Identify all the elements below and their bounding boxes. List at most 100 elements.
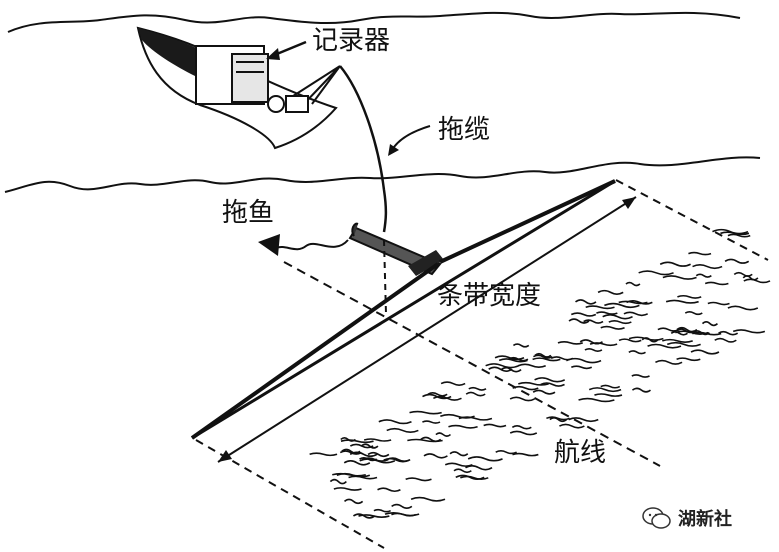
tow-cable <box>339 65 388 233</box>
seabed-ripple <box>422 420 441 424</box>
seabed-ripple <box>631 374 650 378</box>
seabed-ripple <box>405 477 432 482</box>
seabed-ripple <box>386 427 419 434</box>
seabed-ripple <box>631 387 651 393</box>
seabed-ripple <box>391 503 413 509</box>
seabed-ripple <box>512 343 530 348</box>
seabed-ripple <box>495 450 518 455</box>
seabed-ripple <box>453 468 472 474</box>
seabed-ripple <box>550 356 574 361</box>
seabed-ripple <box>378 419 412 425</box>
boat-bow-dark <box>138 28 205 76</box>
seabed-ripple <box>743 278 771 284</box>
seabed-ripple <box>468 386 487 391</box>
seabed-ripple <box>695 273 712 278</box>
seabed-ripple <box>570 365 593 370</box>
track-line <box>283 261 661 467</box>
cable-pointer <box>391 125 431 151</box>
seabed-ripple <box>488 366 513 372</box>
cable-arrowhead <box>388 144 399 156</box>
beam-near <box>190 262 440 440</box>
seabed-ripple <box>600 325 625 330</box>
seabed-ripple <box>677 294 702 299</box>
cable-winch <box>267 95 285 113</box>
seabed-ripple <box>363 438 392 442</box>
seabed-ripple <box>602 314 633 320</box>
seabed-ripple <box>578 397 615 403</box>
seabed-ripple <box>724 258 750 264</box>
towfish-motion-path <box>275 239 349 251</box>
seabed-ripple <box>384 512 420 517</box>
seabed-ripple <box>666 341 701 347</box>
seabed-ripple <box>701 321 718 327</box>
seabed-ripple <box>742 275 759 281</box>
seabed-ripple <box>557 340 584 345</box>
seabed-ripple <box>517 363 546 368</box>
seabed-ripple <box>377 487 401 493</box>
recorder-label: 记录器 <box>312 26 391 56</box>
seabed-ripple <box>727 233 751 238</box>
seabed-ripple <box>340 439 374 444</box>
seabed-ripple <box>373 508 391 513</box>
motion-arrowhead <box>258 234 280 256</box>
recorder-arrowhead <box>266 48 280 60</box>
swath-width-label: 条带宽度 <box>437 281 542 311</box>
seabed-ripple <box>532 357 561 362</box>
seabed-ripple <box>704 281 729 286</box>
seabed-ripple <box>575 299 597 305</box>
seabed-ripple <box>440 381 466 386</box>
seabed-ripple <box>458 416 493 421</box>
swath-edge-far <box>615 179 769 261</box>
towfish <box>348 222 444 276</box>
seabed-ripple <box>594 393 623 397</box>
seabed-ripple <box>718 330 739 336</box>
seabed-ripple <box>467 456 503 462</box>
seabed-ripple <box>512 385 539 391</box>
seabed-ripple <box>352 513 376 519</box>
seabed-ripple <box>690 349 720 355</box>
seabed-ripple <box>534 352 552 358</box>
seabed-ripple <box>329 478 347 485</box>
seabed-ripple <box>509 430 538 436</box>
seabed-ripple <box>688 251 712 256</box>
seabed-ripple <box>657 327 680 332</box>
seabed-ripple <box>409 410 442 415</box>
beam-across <box>191 179 616 440</box>
beam-far-top <box>439 179 616 264</box>
seabed-ripple <box>692 330 710 336</box>
seabed-ripple <box>533 354 553 359</box>
seabed-ripple <box>383 457 410 463</box>
seabed-ripple <box>638 270 674 276</box>
seabed-ripple <box>511 425 532 430</box>
seabed-ripple <box>720 231 750 236</box>
swath-arrowhead-top <box>622 197 636 209</box>
seabed-ripple <box>500 366 522 373</box>
seabed-ripple <box>597 289 624 295</box>
seabed-ripple <box>626 300 653 305</box>
seabed-ripple <box>343 460 371 466</box>
seabed-ripple <box>618 338 642 343</box>
seabed-ripple <box>623 311 649 317</box>
seabed-ripple <box>433 395 462 401</box>
seabed-ripple <box>508 356 529 362</box>
sea-surface-back <box>4 156 761 193</box>
seabed-ripple <box>733 271 753 277</box>
seabed-ripple <box>332 472 366 477</box>
seabed-ripple <box>727 305 759 311</box>
seabed-ripple <box>670 331 688 336</box>
seabed-ripple <box>532 389 556 395</box>
deck-equipment <box>285 95 309 113</box>
seabed-ripple <box>410 496 446 502</box>
seabed-ripple <box>662 275 697 280</box>
seabed-ripple <box>367 451 390 458</box>
seabed-ripple <box>584 347 603 353</box>
seabed-ripple <box>655 359 683 365</box>
seabed-ripple <box>659 261 691 267</box>
watermark-text: 湖新社 <box>678 509 732 530</box>
seabed-ripple <box>732 329 766 334</box>
seabed-ripple <box>512 452 539 457</box>
seabed-ripple <box>309 452 338 457</box>
seabed-ripple <box>423 453 448 459</box>
